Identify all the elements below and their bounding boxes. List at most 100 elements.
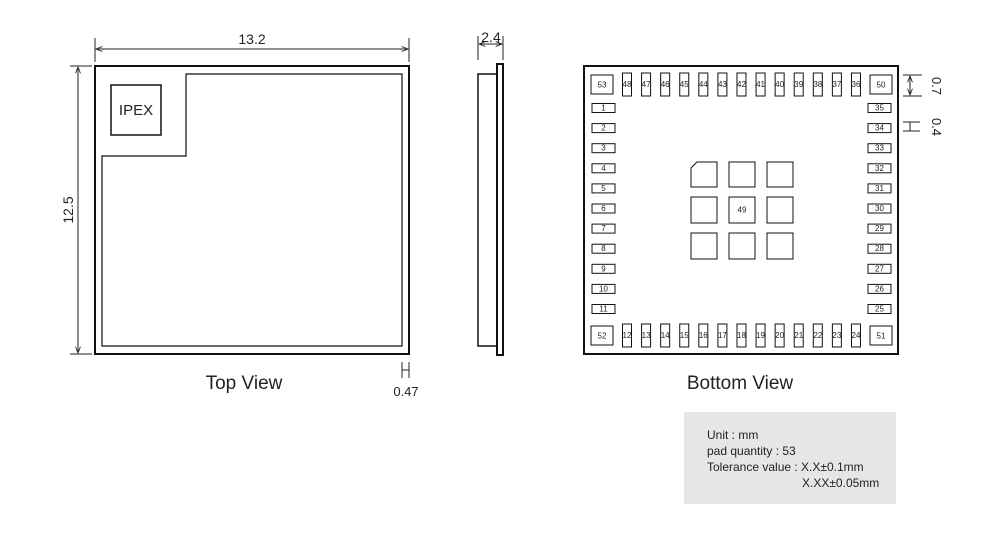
side-view-shield bbox=[477, 73, 498, 347]
edge-pad bbox=[698, 323, 709, 348]
pad-label: 28 bbox=[875, 244, 884, 253]
pad-height-dimension: 0.7 bbox=[903, 74, 944, 97]
edge-pad bbox=[591, 223, 616, 234]
edge-pad bbox=[591, 304, 616, 314]
corner-pad bbox=[590, 74, 614, 95]
edge-pad bbox=[867, 183, 892, 194]
edge-pad bbox=[591, 123, 616, 134]
pad-label: 18 bbox=[737, 331, 746, 340]
edge-pad bbox=[736, 323, 747, 348]
pad-label: 38 bbox=[813, 80, 822, 89]
edge-pad bbox=[831, 323, 842, 348]
pad-label: 13 bbox=[642, 331, 651, 340]
pad-label: 4 bbox=[601, 164, 606, 173]
pad-label: 46 bbox=[661, 80, 670, 89]
pad-label: 42 bbox=[737, 80, 746, 89]
top-view-title: Top View bbox=[206, 373, 283, 394]
edge-pad bbox=[641, 323, 652, 348]
pad-width-dimension: 0.4 bbox=[903, 118, 944, 136]
edge-pad bbox=[698, 72, 709, 97]
pad-label: 6 bbox=[601, 204, 606, 213]
pad-height-label: 0.7 bbox=[929, 77, 944, 95]
pad-label: 44 bbox=[699, 80, 708, 89]
ipex-connector bbox=[110, 84, 162, 136]
center-pad bbox=[728, 196, 756, 224]
edge-pad bbox=[755, 72, 766, 97]
edge-pad bbox=[867, 163, 892, 174]
edge-pad bbox=[622, 72, 632, 97]
edge-pad bbox=[591, 203, 616, 214]
bottom-view-outline bbox=[583, 65, 899, 355]
edge-pad bbox=[867, 283, 892, 294]
center-pad bbox=[766, 161, 794, 188]
side-view: 2.4 bbox=[477, 29, 504, 356]
pad-label: 34 bbox=[875, 124, 884, 133]
pad-label: 39 bbox=[794, 80, 803, 89]
side-view-pcb bbox=[496, 63, 504, 356]
pad-label: 9 bbox=[601, 264, 606, 273]
pad-label: 43 bbox=[718, 80, 727, 89]
pad-label: 11 bbox=[599, 305, 608, 314]
pad-label: 32 bbox=[875, 164, 884, 173]
center-pad bbox=[690, 161, 718, 188]
edge-pad bbox=[679, 72, 690, 97]
edge-dimension: 0.47 bbox=[393, 362, 419, 399]
pad-label: 23 bbox=[832, 331, 841, 340]
tolerance-note-2: X.XX±0.05mm bbox=[802, 476, 880, 490]
pad-label: 16 bbox=[699, 331, 708, 340]
center-pad bbox=[766, 232, 794, 260]
center-pad-label: 49 bbox=[738, 206, 747, 215]
pad-label: 31 bbox=[875, 184, 884, 193]
top-view-outline bbox=[94, 65, 410, 355]
pad-label: 12 bbox=[623, 331, 632, 340]
edge-pad bbox=[850, 323, 861, 348]
pad-label: 1 bbox=[601, 104, 606, 113]
edge-pad bbox=[755, 323, 766, 348]
center-pad bbox=[690, 232, 718, 260]
edge-pad bbox=[679, 323, 690, 348]
pad-label: 47 bbox=[642, 80, 651, 89]
edge-pad bbox=[867, 203, 892, 214]
ipex-label: IPEX bbox=[119, 102, 153, 119]
unit-note: Unit : mm bbox=[707, 428, 759, 442]
pad-label: 30 bbox=[875, 204, 884, 213]
edge-pad bbox=[591, 143, 616, 154]
pad-label: 40 bbox=[775, 80, 784, 89]
pad-width-label: 0.4 bbox=[929, 118, 944, 136]
pad-label: 3 bbox=[601, 144, 606, 153]
pad-label: 51 bbox=[877, 332, 886, 341]
tolerance-note: Tolerance value : X.X±0.1mm bbox=[707, 460, 864, 474]
pad-label: 45 bbox=[680, 80, 689, 89]
width-label: 13.2 bbox=[238, 31, 265, 47]
edge-pad bbox=[660, 323, 671, 348]
edge-pad bbox=[867, 143, 892, 154]
edge-pad bbox=[867, 304, 892, 314]
edge-pad bbox=[591, 263, 616, 274]
pad-label: 5 bbox=[601, 184, 606, 193]
pad-label: 19 bbox=[756, 331, 765, 340]
edge-pad bbox=[774, 72, 785, 97]
edge-pad bbox=[831, 72, 842, 97]
pad-label: 50 bbox=[877, 81, 886, 90]
edge-pad bbox=[812, 72, 823, 97]
pad-label: 36 bbox=[852, 80, 861, 89]
edge-pad bbox=[622, 323, 632, 348]
edge-pad bbox=[850, 72, 861, 97]
notes-box: Unit : mm pad quantity : 53 Tolerance va… bbox=[684, 412, 896, 504]
width-dimension: 13.2 bbox=[94, 31, 410, 62]
edge-pad bbox=[591, 283, 616, 294]
edge-pad bbox=[812, 323, 823, 348]
edge-pad bbox=[641, 72, 652, 97]
edge-pad bbox=[867, 243, 892, 254]
edge-pad bbox=[793, 323, 804, 348]
height-dimension: 12.5 bbox=[60, 65, 92, 355]
corner-pad bbox=[869, 325, 893, 346]
bottom-view-title: Bottom View bbox=[687, 373, 794, 394]
center-pad bbox=[728, 232, 756, 260]
pad-label: 15 bbox=[680, 331, 689, 340]
pad-label: 14 bbox=[661, 331, 670, 340]
